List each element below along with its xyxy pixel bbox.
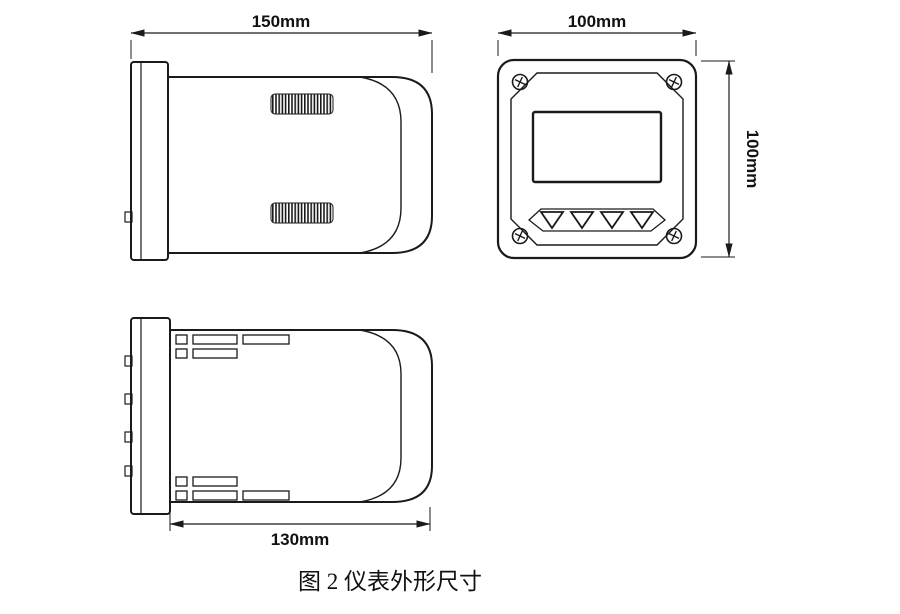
front-width-dimension-label: 100mm <box>568 12 627 31</box>
screw-icon <box>511 227 529 245</box>
bottom-width-dimension-label: 130mm <box>271 530 330 549</box>
down-arrow-key-icon <box>569 211 595 230</box>
figure-caption: 图 2 仪表外形尺寸 <box>298 569 482 594</box>
dimension-side-width: 150mm <box>130 12 433 73</box>
bottom-view-bezel <box>130 317 171 515</box>
front-view-housing <box>496 58 698 260</box>
side-width-dimension-label: 150mm <box>252 12 311 31</box>
lcd-display <box>531 110 663 184</box>
front-view-face-contour <box>510 72 684 246</box>
down-arrow-key-icon <box>539 211 565 230</box>
keypad-buttons <box>539 211 655 230</box>
bottom-view-seam-line <box>359 329 402 503</box>
side-view-body <box>167 76 433 254</box>
down-arrow-key-icon <box>629 211 655 230</box>
vent-grille-top <box>270 93 334 115</box>
screw-icon <box>665 73 683 91</box>
bottom-view-body <box>169 329 433 503</box>
front-view-drawing <box>496 58 698 260</box>
terminal-slots-bottom <box>175 476 290 501</box>
dimension-front-width: 100mm <box>497 12 697 56</box>
down-arrow-key-icon <box>599 211 625 230</box>
screw-icon <box>511 73 529 91</box>
side-view-drawing <box>124 61 433 261</box>
dimension-front-height: 100mm <box>701 60 762 258</box>
side-view-seam-line <box>359 76 402 254</box>
screw-icon <box>665 227 683 245</box>
dimension-bottom-width: 130mm <box>169 507 431 549</box>
keypad-band <box>527 208 667 232</box>
terminal-slots-top <box>175 334 290 359</box>
bottom-view-drawing <box>124 317 433 515</box>
corner-screws <box>511 73 683 245</box>
vent-grille-bottom <box>270 202 334 224</box>
front-height-dimension-label: 100mm <box>743 130 762 189</box>
side-view-bezel <box>130 61 169 261</box>
